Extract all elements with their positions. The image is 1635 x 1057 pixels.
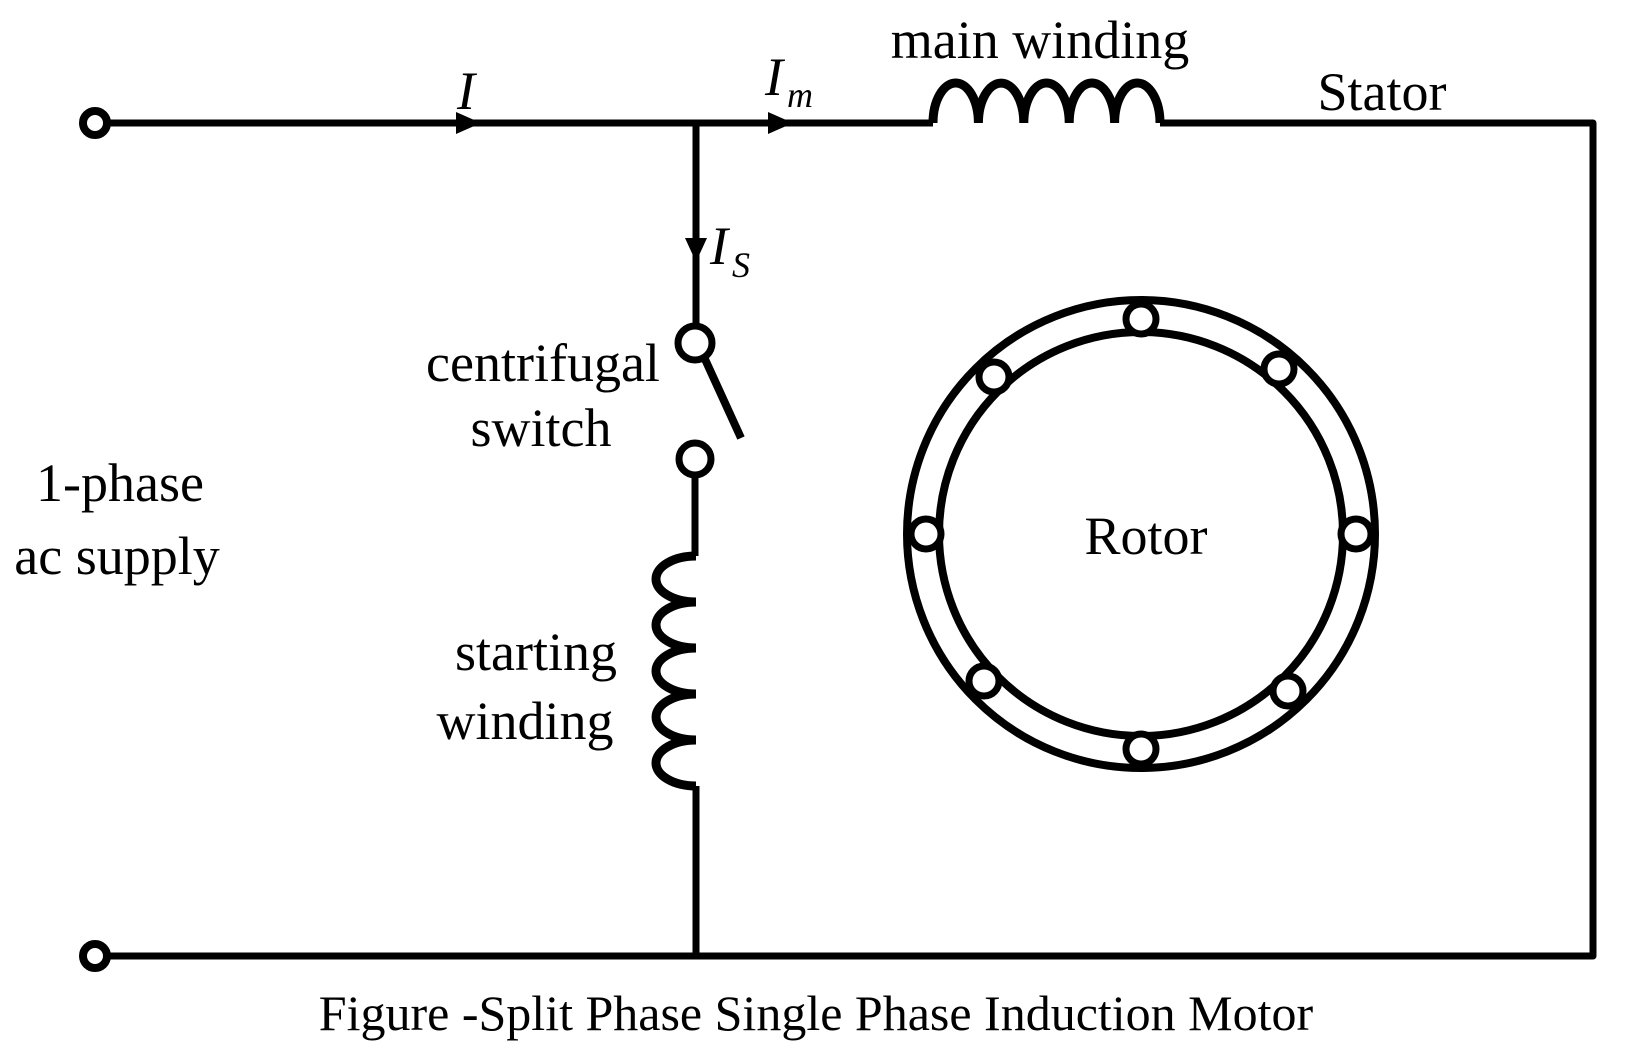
rotor-outer-circle — [903, 296, 1379, 772]
figure-caption: Figure -Split Phase Single Phase Inducti… — [319, 985, 1314, 1041]
rotor-conductor-top-left — [975, 358, 1013, 396]
rotor-conductor-bottom — [1122, 730, 1160, 768]
label-stator: Stator — [1318, 62, 1447, 122]
label-current-im: I m — [764, 47, 813, 115]
current-arrow-is-icon — [685, 238, 707, 262]
label-main-winding: main winding — [891, 10, 1189, 70]
rotor-conductor-bottom-right — [1269, 672, 1307, 710]
rotor-conductor-top-right — [1260, 350, 1298, 388]
main-winding-coil — [928, 78, 1165, 124]
rotor-conductor-top — [1122, 300, 1160, 338]
label-current-is-subscript: S — [732, 245, 750, 285]
centrifugal-switch-blade — [700, 355, 745, 440]
label-current-i: I — [456, 61, 478, 121]
supply-terminal-bottom — [79, 940, 111, 972]
rotor-conductor-left — [907, 515, 945, 553]
label-supply-line2: ac supply — [14, 526, 219, 586]
starting-winding-coil — [651, 551, 697, 791]
current-arrow-i-icon — [456, 112, 481, 134]
label-current-im-subscript: m — [787, 75, 813, 115]
label-starting-winding-line2: winding — [436, 691, 613, 751]
label-current-im-base: I — [764, 47, 786, 107]
rotor-conductor-right — [1337, 515, 1375, 553]
rotor-conductor-bottom-left — [965, 662, 1003, 700]
supply-terminal-top — [79, 107, 111, 139]
label-rotor: Rotor — [1084, 506, 1207, 566]
label-starting-winding-line1: starting — [455, 622, 617, 682]
label-current-is: I S — [709, 216, 750, 285]
label-centrifugal-switch-line2: switch — [471, 398, 612, 458]
label-centrifugal-switch-line1: centrifugal — [426, 333, 660, 393]
wire-frame-right-bottom — [107, 119, 1597, 960]
centrifugal-switch-contact-top — [674, 322, 716, 364]
centrifugal-switch-contact-bottom — [675, 439, 715, 479]
current-arrow-im-icon — [768, 112, 793, 134]
label-supply-line1: 1-phase — [36, 453, 204, 513]
label-current-is-base: I — [709, 216, 731, 276]
